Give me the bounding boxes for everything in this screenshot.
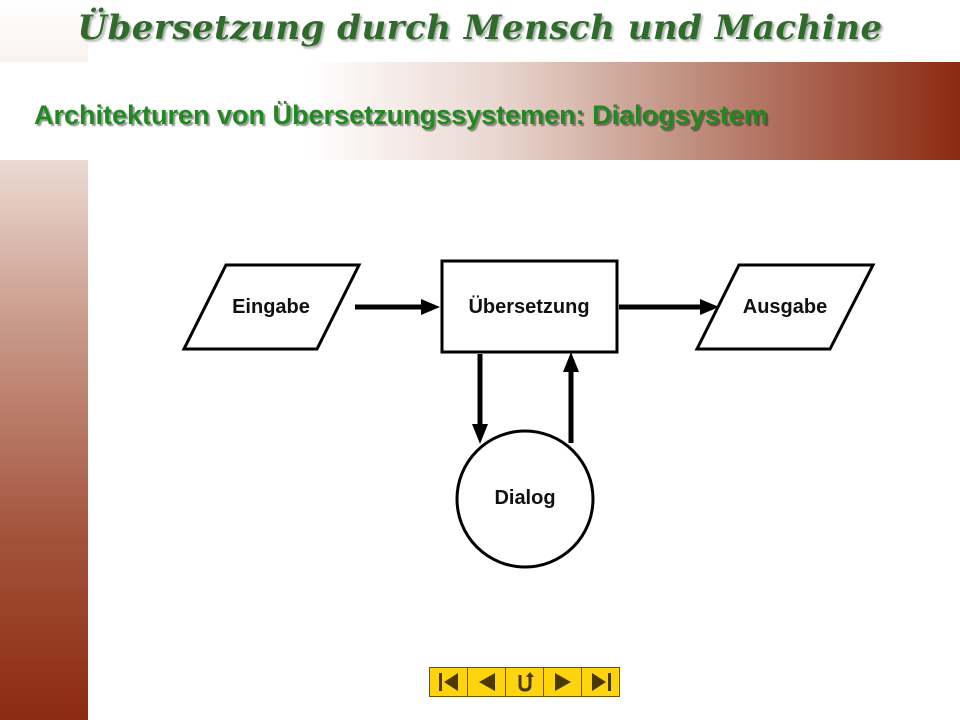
arrow-translation-to-dialog: [472, 354, 488, 444]
input-node: Eingabe Eingabe: [181, 263, 362, 351]
previous-slide-button[interactable]: [468, 668, 506, 696]
return-icon: [518, 672, 534, 692]
previous-icon: [478, 673, 495, 691]
dialog-node: Dialog Dialog: [455, 429, 595, 569]
next-slide-button[interactable]: [544, 668, 582, 696]
dialog-label: Dialog: [494, 487, 555, 509]
translation-label-shadow: Übersetzung: [470, 297, 591, 320]
input-label-shadow: Eingabe: [234, 298, 312, 320]
arrow-translation-to-output: [619, 299, 719, 315]
arrow-dialog-to-translation: [563, 352, 579, 443]
dialog-label-shadow: Dialog: [496, 489, 557, 511]
first-slide-button[interactable]: [430, 668, 468, 696]
next-icon: [554, 673, 571, 691]
output-node: Ausgabe Ausgabe: [694, 263, 876, 351]
slide-subtitle: Architekturen von Übersetzungssystemen: …: [34, 100, 768, 130]
input-label: Eingabe: [232, 296, 310, 318]
page-title: Übersetzung durch Mensch und Machine: [77, 8, 883, 48]
header-gradient-band: [0, 62, 960, 160]
output-label-shadow: Ausgabe: [745, 298, 829, 320]
slide-navigation-bar: [429, 667, 620, 697]
arrow-input-to-translation: [355, 299, 440, 315]
last-icon: [591, 673, 611, 691]
return-button[interactable]: [506, 668, 544, 696]
first-icon: [438, 673, 458, 691]
last-slide-button[interactable]: [582, 668, 619, 696]
translation-node: Übersetzung Übersetzung: [440, 259, 619, 354]
translation-label: Übersetzung: [468, 295, 589, 318]
output-label: Ausgabe: [743, 296, 827, 318]
